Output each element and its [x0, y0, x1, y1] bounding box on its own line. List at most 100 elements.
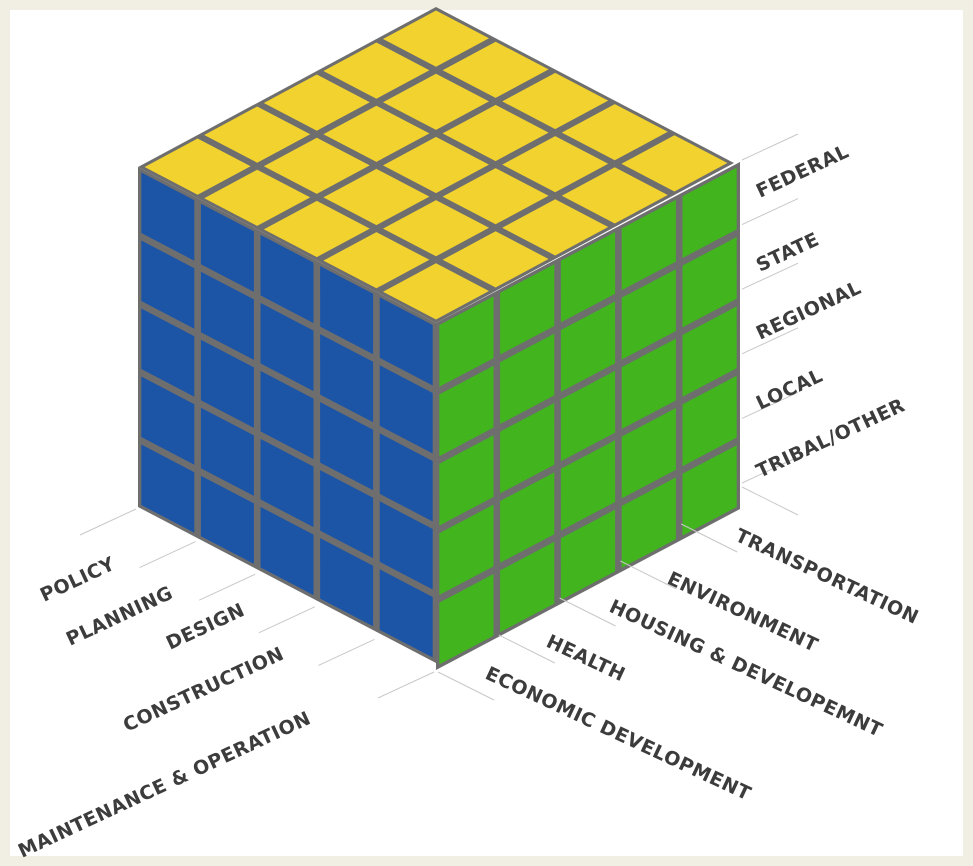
level-label-local: LOCAL: [753, 365, 827, 415]
sector-guide-line: [498, 634, 556, 664]
right-face-cell: [621, 269, 676, 360]
right-face-cell: [560, 440, 616, 531]
phase-label-planning: PLANNING: [63, 582, 177, 651]
right-face-cell: [621, 408, 676, 499]
right-face-cell: [439, 574, 494, 665]
sector-guide-line: [620, 560, 677, 590]
sector-guide-line: [741, 486, 799, 516]
left-face-cell: [141, 240, 195, 329]
top-face-cell: [204, 106, 311, 163]
right-face-cell: [560, 232, 616, 323]
sector-guide-line: [680, 523, 738, 553]
right-face-cell: [439, 365, 494, 457]
left-face-cell: [200, 339, 254, 428]
left-face-cell: [320, 538, 374, 627]
right-face-cell: [500, 333, 555, 424]
left-face-cell: [141, 308, 195, 397]
level-guide-line: [741, 327, 799, 355]
sector-guide-line: [559, 597, 616, 627]
left-face-cell: [141, 172, 195, 261]
top-face-cell: [442, 168, 549, 225]
left-face-cell: [379, 569, 433, 658]
right-face-cell: [500, 472, 555, 563]
level-guide-line: [741, 456, 799, 484]
phase-label-construction: CONSTRUCTION: [120, 643, 288, 737]
top-face-cell: [442, 41, 549, 98]
right-face-cell: [621, 338, 676, 429]
right-face-cell: [682, 306, 737, 397]
phase-guide-line: [377, 671, 435, 699]
top-face: [138, 7, 734, 323]
right-face-cell: [682, 445, 737, 536]
top-face-cell: [383, 10, 489, 67]
top-face-cell: [502, 199, 609, 256]
left-face-cell: [379, 501, 433, 590]
left-face-cell: [260, 370, 314, 460]
right-face: [436, 162, 740, 670]
top-face-cell: [323, 42, 430, 99]
left-face-cell: [200, 271, 254, 360]
right-face-cell: [439, 296, 494, 387]
phase-guide-line: [318, 638, 375, 666]
level-guide-line: [741, 262, 799, 290]
top-face-cell: [323, 105, 430, 162]
left-face-cell: [260, 438, 314, 528]
left-face-cell: [320, 266, 374, 355]
left-face-cell: [260, 234, 314, 324]
left-face-cell: [200, 475, 254, 564]
top-face-cell: [502, 72, 609, 130]
right-face-cell: [439, 435, 494, 526]
top-face-cell: [383, 136, 489, 194]
left-face-cell: [260, 302, 314, 392]
right-face-cell: [560, 370, 616, 462]
top-face-cell: [502, 136, 609, 193]
phase-guide-line: [79, 508, 137, 536]
sector-label-health: HEALTH: [543, 631, 629, 687]
top-face-cell: [561, 167, 668, 224]
left-face-cell: [141, 444, 195, 533]
top-face-cell: [621, 135, 728, 192]
left-face-cell: [141, 376, 195, 465]
left-face-cell: [379, 433, 433, 522]
right-face-cell: [682, 237, 737, 328]
top-face-cell: [442, 231, 549, 288]
right-face-cell: [560, 301, 616, 392]
top-face-cell: [383, 200, 489, 257]
phase-guide-line: [198, 573, 256, 601]
left-face-cell: [200, 203, 254, 292]
right-face-cell: [560, 509, 616, 600]
phase-guide-line: [139, 541, 196, 569]
phase-label-maintenance-operation: MAINTENANCE & OPERATION: [15, 707, 315, 862]
top-face-cell: [263, 200, 370, 258]
left-face-cell: [320, 470, 374, 559]
top-face-cell: [144, 138, 251, 195]
right-face-cell: [682, 167, 737, 258]
top-face-cell: [323, 232, 430, 289]
left-face-cell: [200, 407, 254, 496]
cube-faces: [138, 7, 740, 670]
left-face-cell: [320, 334, 374, 423]
right-face-cell: [621, 477, 676, 568]
label-guides: [79, 133, 799, 701]
left-face-cell: [260, 506, 314, 596]
right-face-cell: [500, 403, 555, 494]
phase-label-design: DESIGN: [163, 599, 248, 654]
phase-label-policy: POLICY: [37, 553, 119, 607]
right-face-cell: [682, 375, 737, 467]
right-face-cell: [500, 264, 555, 355]
right-face-cell: [439, 504, 494, 595]
level-guide-line: [741, 133, 799, 161]
level-label-federal: FEDERAL: [753, 140, 853, 202]
level-guide-line: [741, 391, 799, 419]
sector-guide-line: [437, 671, 495, 701]
top-face-cell: [442, 104, 549, 162]
level-guide-line: [741, 198, 799, 226]
level-label-state: STATE: [753, 228, 823, 276]
top-face-cell: [204, 169, 311, 226]
left-face: [138, 167, 436, 663]
top-face-cell: [561, 104, 668, 161]
top-face-cell: [323, 168, 430, 226]
top-face-cell: [383, 73, 489, 130]
